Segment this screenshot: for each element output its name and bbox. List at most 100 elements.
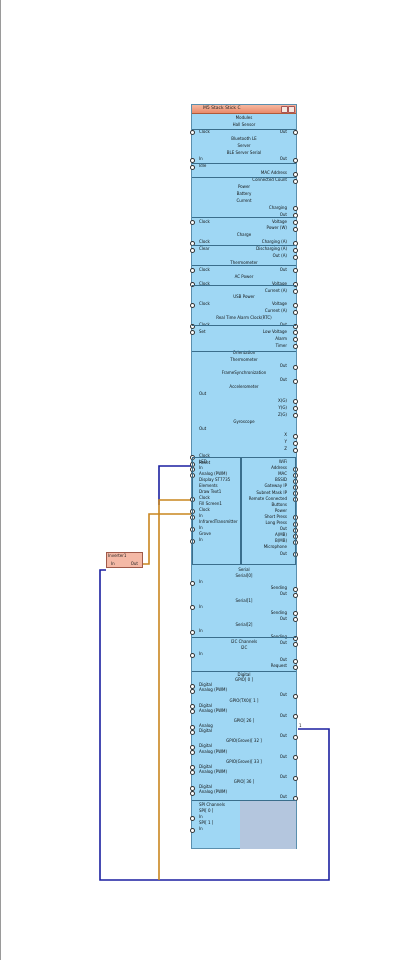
output-pin[interactable] [293, 734, 298, 740]
serial-row: In [190, 604, 296, 611]
output-pin[interactable] [293, 635, 298, 641]
output-pin[interactable] [293, 330, 298, 336]
wire-orange-2 [158, 499, 191, 880]
output-pin[interactable] [293, 641, 298, 647]
component-title-bar[interactable]: M5 Stack Stick C [192, 105, 296, 114]
output-pin[interactable] [293, 337, 298, 343]
output-pin[interactable] [293, 157, 298, 163]
lower-right-label: B(MB) [274, 538, 287, 544]
lower-left-label: In [199, 525, 203, 530]
input-pin[interactable] [190, 724, 195, 730]
input-pin[interactable] [190, 130, 195, 136]
output-pin[interactable] [293, 433, 298, 439]
output-pin[interactable] [293, 364, 298, 370]
output-pin[interactable] [293, 413, 298, 419]
lower-right-label: Buttons [271, 501, 287, 507]
output-pin[interactable] [293, 617, 298, 623]
module-heading: Thermometer [230, 356, 258, 362]
output-pin[interactable] [293, 399, 298, 405]
module-left-label: Set [199, 328, 206, 334]
i2c-row: Request [192, 663, 298, 670]
output-pin[interactable] [293, 130, 298, 136]
input-pin[interactable] [190, 709, 195, 715]
input-pin[interactable] [190, 765, 195, 771]
output-pin[interactable] [293, 226, 298, 232]
output-pin[interactable] [293, 440, 298, 446]
input-pin[interactable] [190, 157, 195, 163]
output-pin[interactable] [293, 309, 298, 315]
module-row: Current [192, 198, 296, 204]
digital-label: Out [279, 733, 287, 739]
input-pin[interactable] [190, 629, 195, 635]
lower-right-label: Long Press [265, 520, 287, 525]
input-pin[interactable] [190, 704, 195, 710]
output-pin[interactable] [293, 178, 298, 184]
input-pin[interactable] [190, 220, 195, 225]
output-pin[interactable] [293, 302, 298, 308]
output-pin[interactable] [293, 344, 298, 350]
input-pin[interactable] [190, 827, 195, 833]
input-pin[interactable] [190, 770, 195, 776]
digital-row: Analog (PWM) [190, 789, 296, 796]
output-pin[interactable] [293, 206, 298, 212]
input-pin[interactable] [190, 790, 195, 796]
output-pin[interactable] [293, 378, 298, 384]
close-icon[interactable] [288, 106, 295, 113]
input-pin[interactable] [190, 323, 195, 329]
input-pin[interactable] [190, 164, 195, 170]
input-pin[interactable] [190, 750, 195, 755]
output-pin[interactable] [293, 220, 298, 225]
input-pin[interactable] [190, 683, 195, 689]
output-pin[interactable] [293, 282, 298, 288]
wrench-icon[interactable] [281, 106, 288, 113]
output-pin[interactable] [293, 586, 298, 592]
output-pin[interactable] [293, 254, 298, 260]
input-pin[interactable] [190, 580, 195, 586]
section-divider [192, 351, 296, 352]
digital-row: GPIO(Grove)[ 33 ] [192, 759, 296, 765]
input-pin[interactable] [190, 785, 195, 791]
input-pin[interactable] [190, 652, 195, 658]
output-pin[interactable] [293, 755, 298, 761]
wire-gpio26-to-inverter [99, 569, 330, 881]
module-left-label: Out [199, 391, 207, 396]
module-right-label: Charging [268, 204, 287, 210]
output-pin[interactable] [293, 714, 298, 720]
output-pin[interactable] [293, 611, 298, 617]
input-pin[interactable] [190, 744, 195, 750]
input-pin[interactable] [190, 268, 195, 274]
input-pin[interactable] [190, 815, 195, 821]
output-pin[interactable] [293, 323, 298, 329]
output-pin[interactable] [293, 289, 298, 294]
input-pin[interactable] [190, 605, 195, 611]
output-pin[interactable] [293, 406, 298, 412]
input-pin[interactable] [190, 330, 195, 336]
module-right-label: Alarm [275, 335, 287, 341]
serial-label: Out [279, 640, 287, 646]
spi-label: SPI[ 1 ] [199, 820, 214, 825]
lower-right-label: Subnet Mask IP [256, 489, 287, 495]
input-pin[interactable] [190, 247, 195, 253]
output-pin[interactable] [293, 171, 298, 177]
digital-label: Out [279, 774, 287, 779]
module-row: BLE Server Serial [192, 150, 296, 156]
input-pin[interactable] [190, 729, 195, 735]
output-pin[interactable] [293, 658, 298, 664]
module-row: Out [192, 391, 296, 397]
output-pin[interactable] [293, 592, 298, 598]
output-pin[interactable] [293, 268, 298, 274]
output-pin[interactable] [293, 664, 298, 670]
input-pin[interactable] [190, 302, 195, 308]
output-pin[interactable] [293, 447, 298, 453]
lower-left-row: Grove [192, 531, 240, 537]
output-pin[interactable] [293, 247, 298, 253]
input-pin[interactable] [190, 688, 195, 694]
input-pin[interactable] [190, 282, 195, 288]
inverter-component[interactable]: Inverter1 In Out [106, 552, 143, 568]
module-left-label: Clock [199, 453, 210, 459]
output-pin[interactable] [293, 775, 298, 781]
output-pin[interactable] [293, 693, 298, 699]
